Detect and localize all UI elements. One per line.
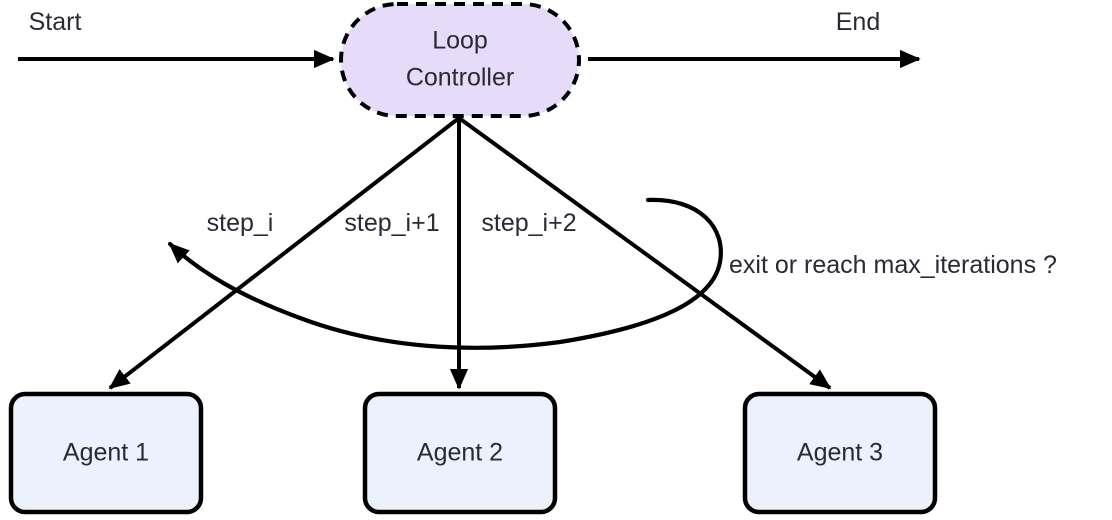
- loop-controller-label-line1: Loop: [432, 27, 488, 55]
- edge-label-step-i-plus-2: step_i+2: [481, 209, 576, 237]
- node-loop-controller[interactable]: [339, 2, 581, 118]
- end-label: End: [836, 8, 880, 36]
- edge-label-step-i-plus-1: step_i+1: [344, 209, 439, 237]
- edge-label-feedback-condition: exit or reach max_iterations ?: [729, 251, 1057, 279]
- edge-controller-to-agent-3: [457, 116, 832, 390]
- node-agent-3[interactable]: [742, 391, 938, 515]
- edge-label-step-i: step_i: [207, 209, 274, 237]
- agent-2-label: Agent 2: [417, 439, 503, 467]
- edge-controller-to-agent-1: [108, 116, 461, 390]
- node-agent-2[interactable]: [362, 391, 558, 515]
- node-agent-1[interactable]: [8, 391, 204, 515]
- start-label: Start: [29, 8, 82, 36]
- edge-feedback-loop: [167, 197, 723, 350]
- agent-3-label: Agent 3: [797, 439, 883, 467]
- loop-controller-label-line2: Controller: [406, 64, 514, 92]
- agent-1-label: Agent 1: [63, 439, 149, 467]
